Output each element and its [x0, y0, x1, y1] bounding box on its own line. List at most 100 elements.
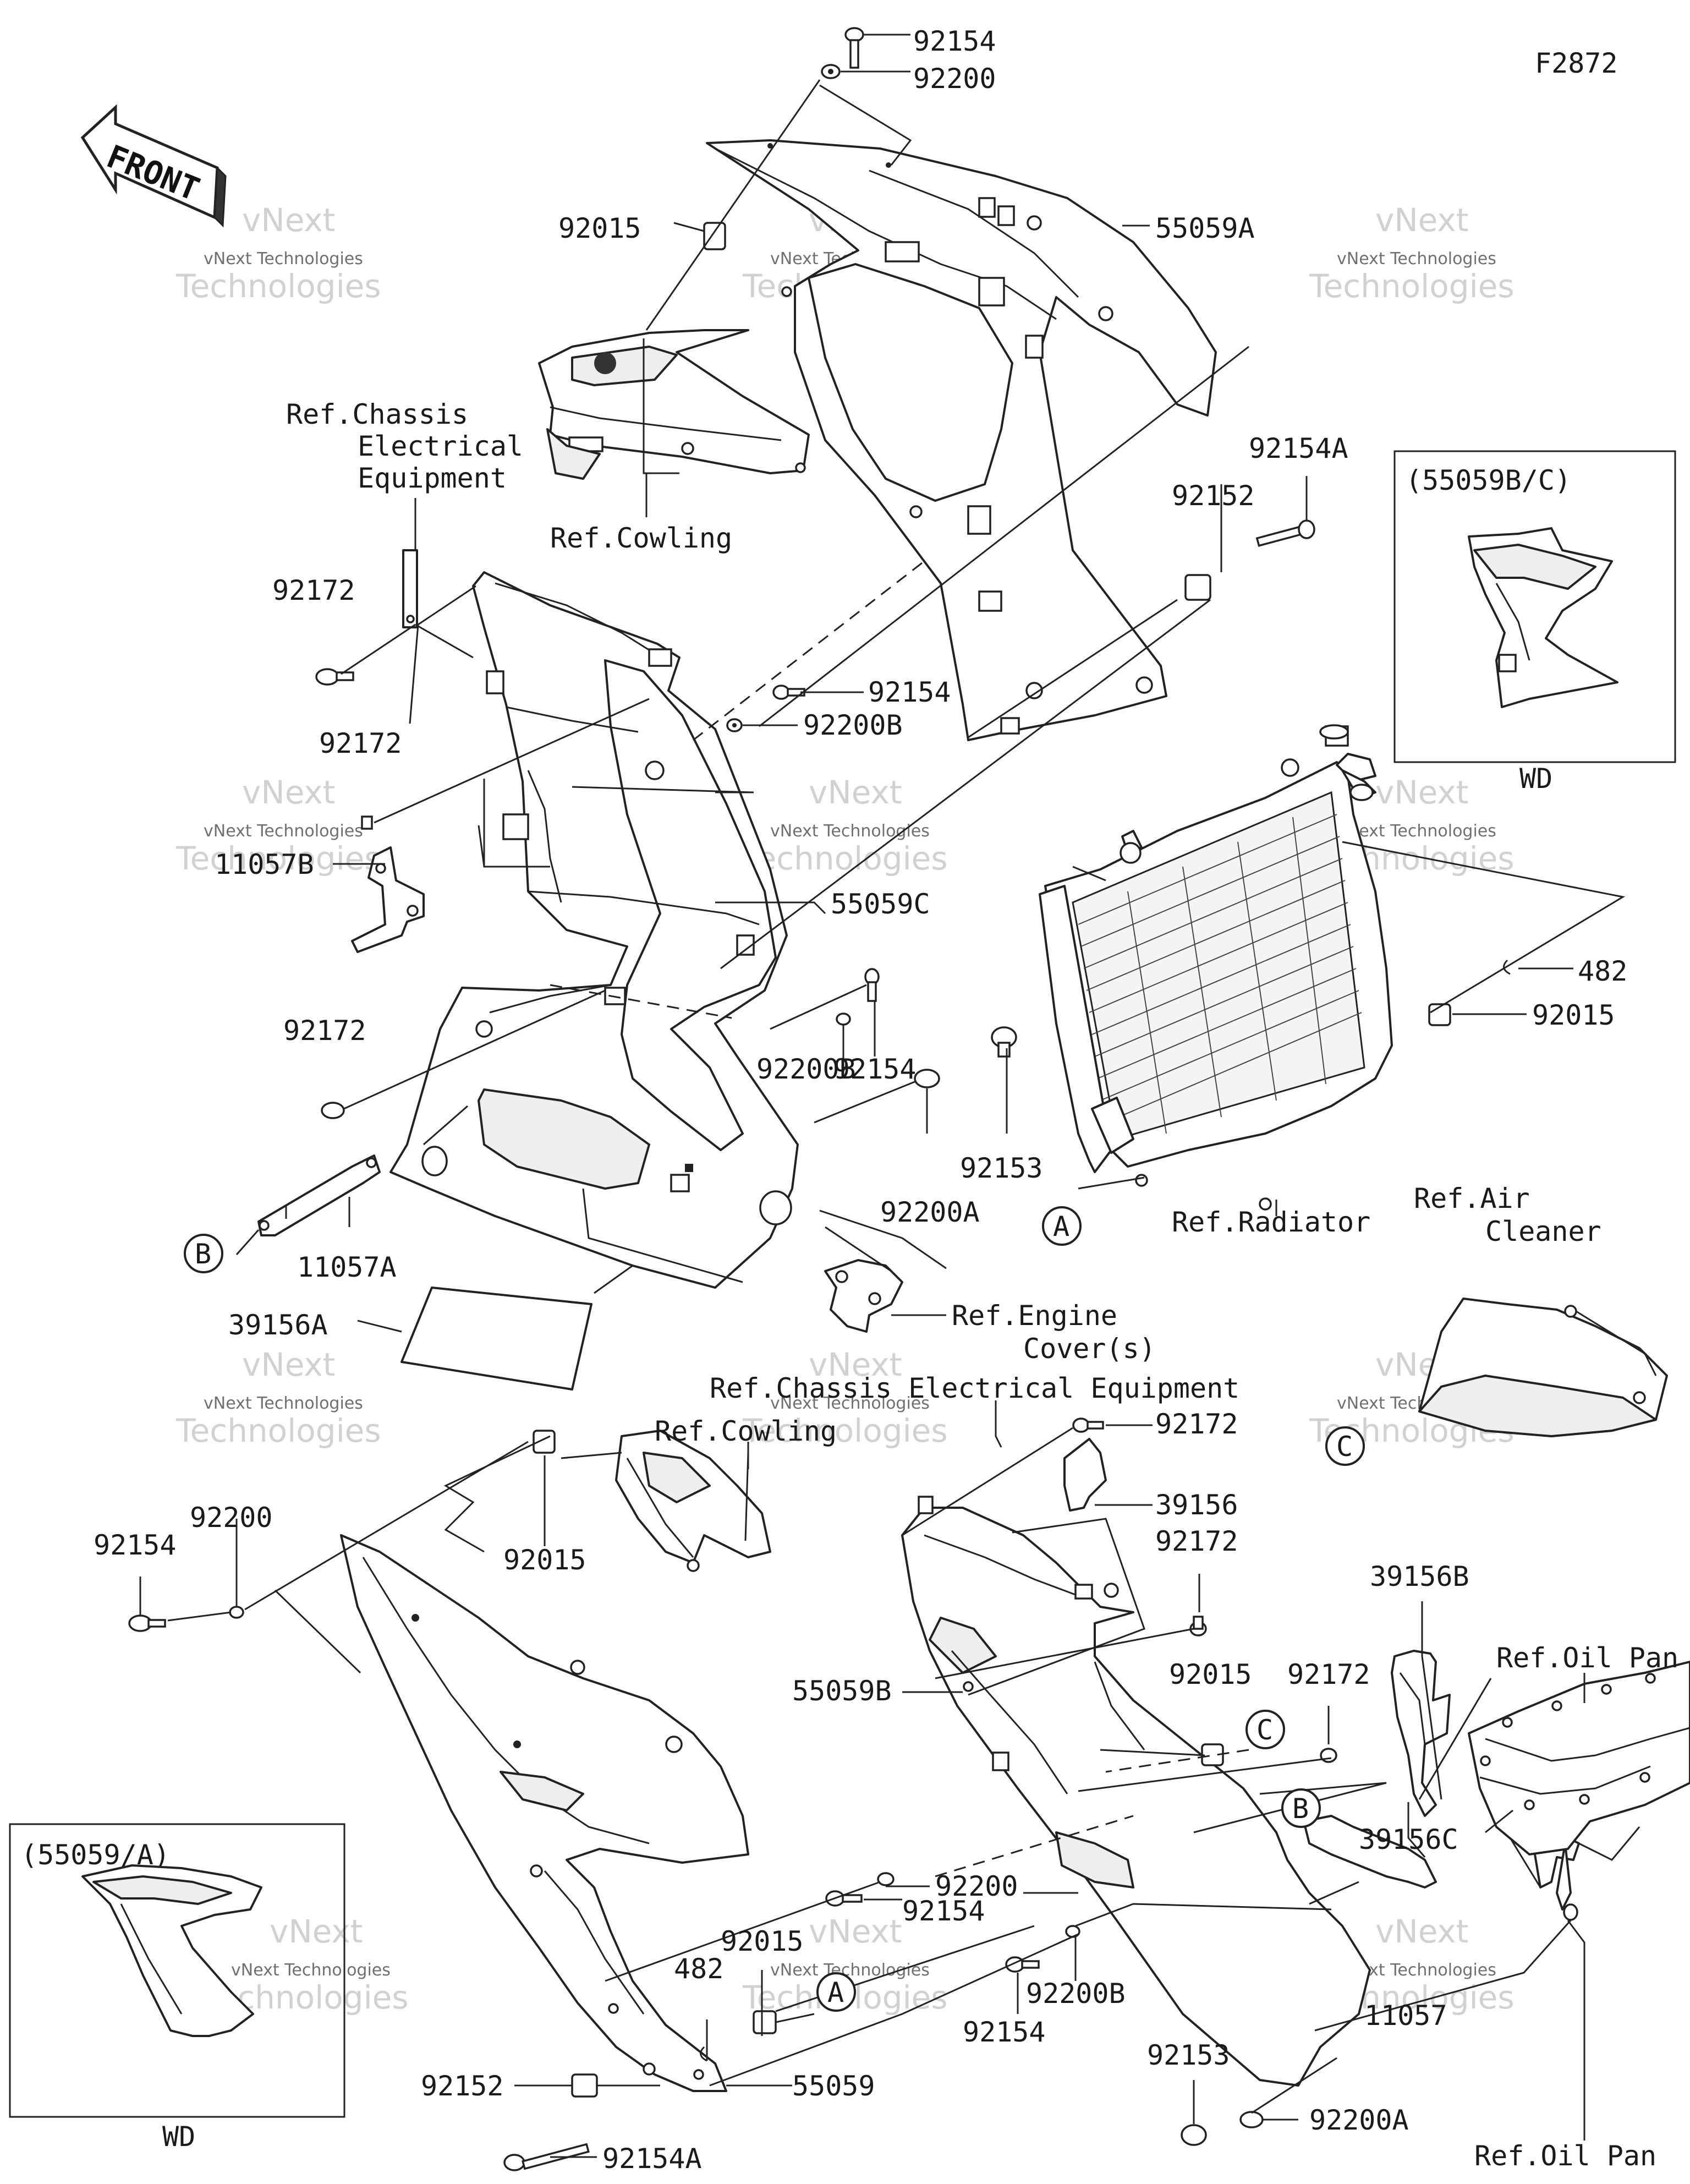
inner-panel-55059C — [389, 571, 799, 1289]
part-labels: 92154 92200 92015 55059A Ref.Chassis Ele… — [94, 25, 1678, 2175]
label-92200B-mid: 92200B — [803, 709, 903, 741]
ref-radiator — [1039, 724, 1393, 1211]
svg-text:A: A — [1053, 1211, 1069, 1242]
ref-chassis-clip-upper — [402, 549, 418, 628]
svg-text:vNext: vNext — [809, 1346, 902, 1383]
svg-text:Technologies: Technologies — [1309, 267, 1515, 305]
svg-text:vNext: vNext — [270, 1913, 363, 1950]
label-ref-oil-pan-top: Ref.Oil Pan — [1496, 1642, 1678, 1674]
leader-lines — [139, 225, 1640, 2158]
label-92200B-small: 92200B — [756, 1053, 856, 1085]
svg-text:vNext Technologies: vNext Technologies — [204, 249, 363, 269]
svg-text:Technologies: Technologies — [175, 267, 381, 305]
label-55059A: 55059A — [1155, 212, 1255, 244]
label-ref-chassis-elec-equipment: Ref.Chassis Electrical Equipment — [710, 1372, 1239, 1404]
svg-text:vNext: vNext — [242, 201, 335, 239]
label-482-bottom: 482 — [674, 1953, 723, 1985]
watermark: vNext vNext Technologies Technologies — [1309, 201, 1515, 305]
label-92154-mid: 92154 — [868, 676, 951, 708]
callout-A-upper: A — [1042, 1206, 1082, 1246]
label-92015-right: 92015 — [1532, 999, 1615, 1031]
label-11057B: 11057B — [215, 849, 314, 880]
bracket-11057A — [257, 1154, 381, 1236]
label-11057: 11057 — [1364, 2000, 1447, 2032]
inset-bc-title: (55059B/C) — [1406, 464, 1571, 496]
ref-air-cleaner — [1418, 1298, 1668, 1437]
callout-A-lower: A — [816, 1972, 856, 2012]
svg-text:vNext Technologies: vNext Technologies — [1337, 249, 1496, 269]
svg-text:vNext Technologies: vNext Technologies — [770, 822, 930, 841]
label-ref-oil-pan-bottom: Ref.Oil Pan — [1474, 2140, 1656, 2172]
svg-text:A: A — [827, 1977, 844, 2008]
svg-text:vNext: vNext — [242, 1346, 335, 1383]
svg-text:vNext Technologies: vNext Technologies — [1337, 822, 1496, 841]
lower-cowl-55059 — [340, 1534, 749, 2092]
ref-oil-pan — [1468, 1661, 1690, 1855]
label-482-right: 482 — [1578, 955, 1627, 987]
svg-text:vNext Technologies: vNext Technologies — [204, 822, 363, 841]
hardware-top — [645, 27, 912, 331]
svg-text:C: C — [1336, 1431, 1353, 1463]
svg-text:vNext: vNext — [1375, 201, 1468, 239]
svg-text:B: B — [1292, 1793, 1309, 1825]
inset-55059BC: (55059B/C) WD — [1393, 450, 1676, 795]
label-55059C: 55059C — [831, 888, 930, 920]
label-ref-chassis-3: Equipment — [358, 462, 507, 494]
label-ref-chassis-2: Electrical — [358, 430, 523, 462]
callout-C-upper: C — [1325, 1426, 1365, 1466]
inset-bc-caption: WD — [1519, 763, 1552, 795]
callout-B-lower: B — [1281, 1788, 1321, 1828]
watermark: vNext vNext Technologies Technologies — [175, 1346, 381, 1449]
radiator-fins — [1078, 814, 1362, 1134]
label-ref-air-cleaner-2: Cleaner — [1485, 1216, 1601, 1247]
label-92154A-top: 92154A — [1249, 433, 1348, 464]
label-92154-left: 92154 — [94, 1529, 177, 1561]
sticker-39156A — [400, 1287, 592, 1391]
rubber-39156B — [1391, 1650, 1451, 1817]
callout-C-lower: C — [1245, 1710, 1285, 1749]
inset-55059A: (55059/A) WD — [9, 1823, 345, 2153]
svg-text:vNext Technologies: vNext Technologies — [770, 1961, 930, 1980]
ref-engine-cover — [824, 1259, 903, 1333]
svg-text:Technologies: Technologies — [175, 1412, 381, 1449]
callout-B-upper: B — [184, 1234, 223, 1273]
svg-text:Technologies: Technologies — [742, 1412, 948, 1449]
label-92172-c: 92172 — [283, 1015, 366, 1047]
label-92153-bottom: 92153 — [1147, 2039, 1230, 2071]
label-ref-cowling-low: Ref.Cowling — [655, 1415, 837, 1447]
label-92015-c: 92015 — [1169, 1658, 1252, 1690]
label-92200-top: 92200 — [913, 63, 996, 95]
label-39156: 39156 — [1155, 1489, 1238, 1521]
bracket-11057B — [351, 846, 425, 953]
svg-text:Technologies: Technologies — [175, 840, 381, 877]
svg-text:vNext Technologies: vNext Technologies — [770, 1394, 930, 1413]
label-ref-engine-2: Cover(s) — [1023, 1333, 1156, 1365]
svg-text:vNext: vNext — [1375, 774, 1468, 811]
watermark: vNext vNext Technologies Technologies — [742, 1346, 948, 1449]
label-92200-left: 92200 — [190, 1502, 273, 1534]
label-ref-engine-1: Ref.Engine — [952, 1300, 1117, 1332]
label-92154-top: 92154 — [913, 25, 996, 57]
label-92152-top: 92152 — [1172, 480, 1255, 512]
svg-text:vNext: vNext — [242, 774, 335, 811]
front-arrow-icon: FRONT — [80, 104, 227, 228]
label-ref-chassis-1: Ref.Chassis — [286, 398, 468, 430]
fasteners — [128, 519, 1578, 2171]
label-92015-bottom: 92015 — [721, 1925, 804, 1957]
label-ref-air-cleaner-1: Ref.Air — [1414, 1183, 1530, 1214]
label-55059: 55059 — [792, 2070, 875, 2102]
upper-cowl-55059A — [706, 139, 1217, 741]
label-92200A-mid: 92200A — [880, 1196, 980, 1228]
label-11057A: 11057A — [297, 1251, 397, 1283]
label-39156B: 39156B — [1370, 1561, 1469, 1592]
svg-text:C: C — [1256, 1714, 1273, 1746]
rubber-39156C — [1303, 1815, 1437, 1889]
label-92154A-bottom: 92154A — [602, 2143, 702, 2175]
svg-text:vNext: vNext — [809, 1913, 902, 1950]
svg-text:Technologies: Technologies — [742, 840, 948, 877]
label-92015-low: 92015 — [503, 1544, 586, 1576]
inset-a-caption: WD — [162, 2121, 195, 2153]
label-92172-b: 92172 — [319, 727, 402, 759]
